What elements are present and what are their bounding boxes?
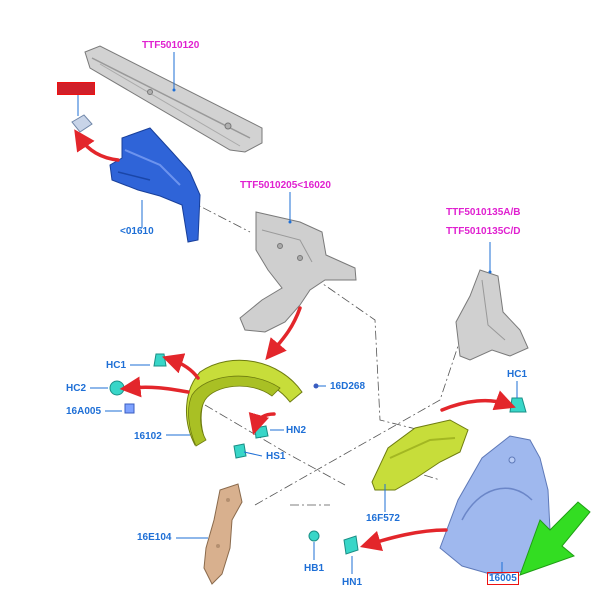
label-hs1: HS1 [266,451,286,462]
hc2-clip [109,380,125,396]
label-16f572: 16F572 [366,513,400,524]
hb1-clip [308,530,320,542]
label-hb1: HB1 [304,563,325,574]
label-mid-panel: TTF5010205<16020 [240,180,331,191]
label-blue-bracket: <01610 [120,226,154,237]
wheelhouse-liner-part [186,359,303,447]
fender-part [439,435,551,575]
top-rail-part [84,45,263,153]
small-bracket-part [71,114,93,133]
label-16005: 16005 [487,572,519,585]
label-hc1-right: HC1 [507,369,528,380]
label-top-rail: TTF5010120 [142,40,200,51]
hc1-clip-left [153,353,167,367]
label-16a005: 16A005 [66,406,102,417]
label-16e104: 16E104 [137,532,172,543]
hn2-clip [254,425,269,439]
blue-bracket-part [109,127,201,243]
label-highlighted-part: <16405 [57,82,95,95]
16d268-clip [313,383,319,389]
tan-bracket-part [203,483,243,585]
label-hn2: HN2 [286,425,307,436]
label-16d268: 16D268 [330,381,366,392]
movement-arrows [74,129,516,552]
label-right-panel-b: TTF5010135C/D [446,226,521,237]
hn1-clip [343,535,359,555]
hc1-clip-right [509,397,527,413]
label-hn1: HN1 [342,577,363,588]
label-16102: 16102 [134,431,162,442]
leader-lines [77,52,518,574]
mid-panel-part [239,211,357,333]
label-hc1-left: HC1 [106,360,127,371]
label-right-panel-a: TTF5010135A/B [446,207,521,218]
assembly-centerlines [187,199,466,506]
hs1-clip [233,443,247,459]
label-hc2: HC2 [66,383,87,394]
right-pillar-part [455,269,529,361]
16a005-clip [124,403,135,414]
green-pointer-arrow [519,501,591,576]
splash-shield-part [371,419,469,491]
